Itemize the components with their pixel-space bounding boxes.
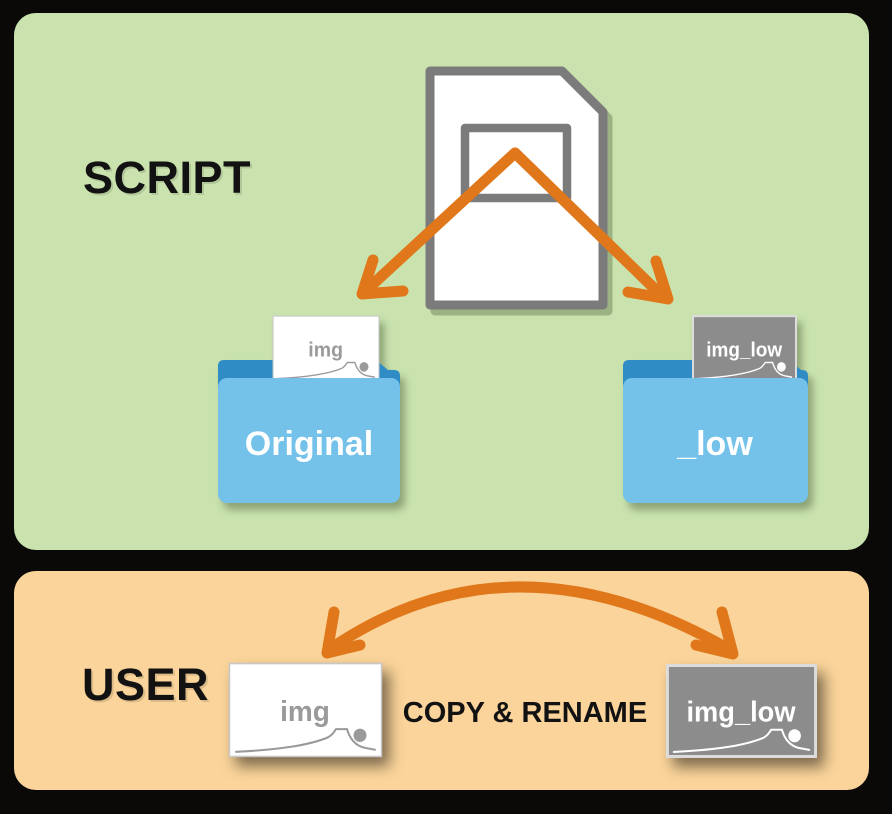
copy-rename-label: COPY & RENAME <box>402 697 648 729</box>
folder-front-icon <box>623 378 808 503</box>
file-card-background <box>228 662 383 758</box>
folder-original-label: Original <box>245 425 373 463</box>
script-panel-title: SCRIPT <box>83 152 252 203</box>
folder-low-label: _low <box>676 425 753 463</box>
image-curve-icon <box>696 361 793 380</box>
user-panel-title: USER <box>82 659 210 710</box>
file-card-label: img <box>280 695 330 728</box>
image-dot-icon <box>777 362 786 372</box>
file-card-img-low: img_low <box>692 315 797 383</box>
file-card-background <box>666 664 817 758</box>
image-curve-icon <box>235 728 376 753</box>
user-file-img-low: img_low <box>666 664 817 758</box>
file-card-label: img_low <box>706 339 782 362</box>
document-image-placeholder <box>460 123 572 203</box>
user-file-img: img <box>228 662 383 758</box>
folder-original: img Original <box>218 315 400 503</box>
folder-low: img_low _low <box>623 315 808 503</box>
file-card-label: img <box>308 339 343 362</box>
file-card-label: img_low <box>686 696 795 728</box>
file-card-background <box>272 315 380 383</box>
image-dot-icon <box>359 362 369 372</box>
image-dot-icon <box>353 728 367 742</box>
file-card-img: img <box>272 315 380 383</box>
image-dot-icon <box>788 729 801 743</box>
image-curve-icon <box>276 361 376 380</box>
folder-front-icon <box>218 378 400 503</box>
file-card-background <box>692 315 797 383</box>
image-curve-icon <box>672 728 811 753</box>
script-document-icon <box>425 66 608 310</box>
